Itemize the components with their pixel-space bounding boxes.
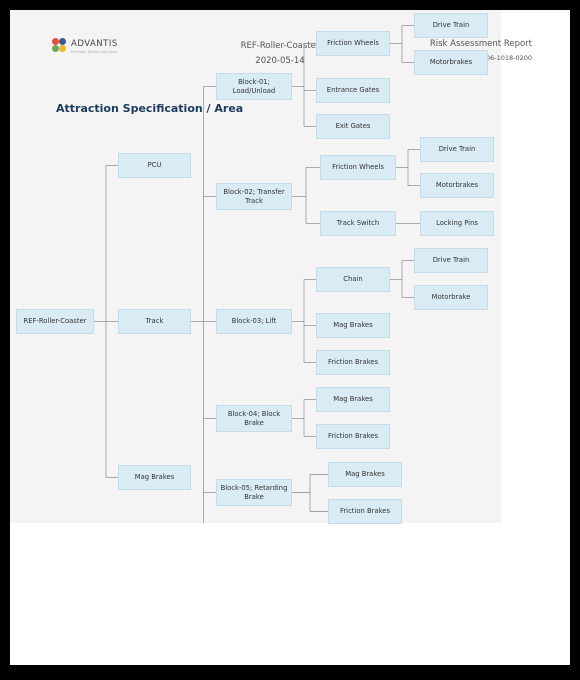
node-b05-mag-brakes[interactable]: Mag Brakes [328,462,402,487]
logo-dot-blue [59,38,66,45]
node-block-02[interactable]: Block-02; Transfer Track [216,183,292,210]
node-b01-motorbrakes[interactable]: Motorbrakes [414,50,488,75]
node-root[interactable]: REF-Roller-Coaster [16,309,94,334]
node-b02-track-switch[interactable]: Track Switch [320,211,396,236]
node-b02-locking-pins[interactable]: Locking Pins [420,211,494,236]
brand-tagline: Precision Design Solutions [71,50,118,54]
report-page: ADVANTIS Precision Design Solutions REF-… [10,10,570,665]
node-b02-friction-wheels[interactable]: Friction Wheels [320,155,396,180]
node-b03-mag-brakes[interactable]: Mag Brakes [316,313,390,338]
logo-dot-yellow [59,45,66,52]
header-center: REF-Roller-Coaster 2020-05-14 [210,39,350,69]
node-track[interactable]: Track [118,309,191,334]
node-b03-chain[interactable]: Chain [316,267,390,292]
node-b01-drive-train[interactable]: Drive Train [414,13,488,38]
node-b02-drive-train[interactable]: Drive Train [420,137,494,162]
node-pcu[interactable]: PCU [118,153,191,178]
node-block-03[interactable]: Block-03; Lift [216,309,292,334]
node-b04-friction-brakes[interactable]: Friction Brakes [316,424,390,449]
report-title: Risk Assessment Report [429,39,532,49]
brand-name: ADVANTIS [71,39,118,49]
node-b02-motorbrakes[interactable]: Motorbrakes [420,173,494,198]
logo-dot-red [52,38,59,45]
node-b03-motorbrake[interactable]: Motorbrake [414,285,488,310]
connector-lines [94,25,420,523]
node-b04-mag-brakes[interactable]: Mag Brakes [316,387,390,412]
project-name: REF-Roller-Coaster [240,41,320,51]
node-b01-exit-gates[interactable]: Exit Gates [316,114,390,139]
advantis-logo: ADVANTIS Precision Design Solutions [52,38,172,64]
node-block-01[interactable]: Block-01; Load/Unload [216,73,292,100]
node-b03-drive-train[interactable]: Drive Train [414,248,488,273]
attraction-tree-diagram: REF-Roller-Coaster PCU Track Mag Brakes … [10,10,501,524]
logo-dot-green [52,45,59,52]
node-b03-friction-brakes[interactable]: Friction Brakes [316,350,390,375]
node-mag-brakes[interactable]: Mag Brakes [118,465,191,490]
node-b01-friction-wheels[interactable]: Friction Wheels [316,31,390,56]
section-title: Attraction Specification / Area [56,102,244,115]
report-date: 2020-05-14 [255,56,305,66]
node-block-05[interactable]: Block-05; Retarding Brake [216,479,292,506]
node-b05-friction-brakes[interactable]: Friction Brakes [328,499,402,524]
node-b01-entrance-gates[interactable]: Entrance Gates [316,78,390,103]
node-block-04[interactable]: Block-04; Block Brake [216,405,292,432]
